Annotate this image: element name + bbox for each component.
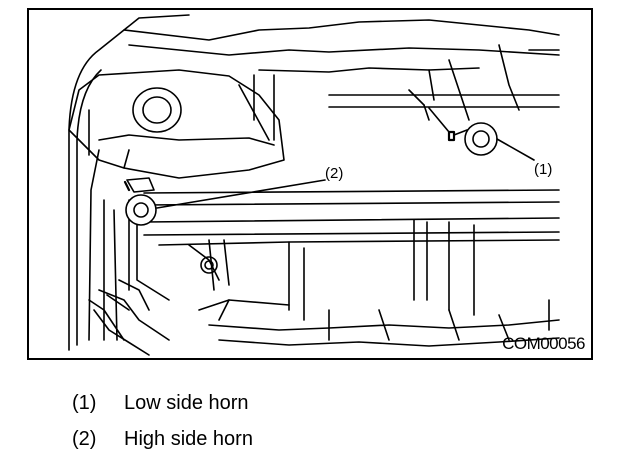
headlamp (68, 69, 285, 179)
figure-code: COM00056 (502, 334, 585, 353)
legend-item-high-side-horn: (2) High side horn (72, 429, 253, 449)
illustration-frame: (2) (1) COM00056 (27, 8, 593, 360)
legend-text: Low side horn (124, 392, 249, 414)
low-side-horn (428, 107, 535, 161)
callout-low-side-horn: (1) (534, 161, 553, 178)
callout-high-side-horn: (2) (325, 165, 344, 182)
high-side-horn (123, 177, 326, 226)
legend-item-low-side-horn: (1) Low side horn (72, 393, 249, 413)
legend-number: (2) (72, 428, 97, 450)
legend-number: (1) (72, 392, 97, 414)
legend-text: High side horn (124, 428, 253, 450)
upper-frame (123, 19, 560, 141)
bumper-beam (143, 189, 560, 347)
horn-location-drawing (68, 14, 560, 356)
